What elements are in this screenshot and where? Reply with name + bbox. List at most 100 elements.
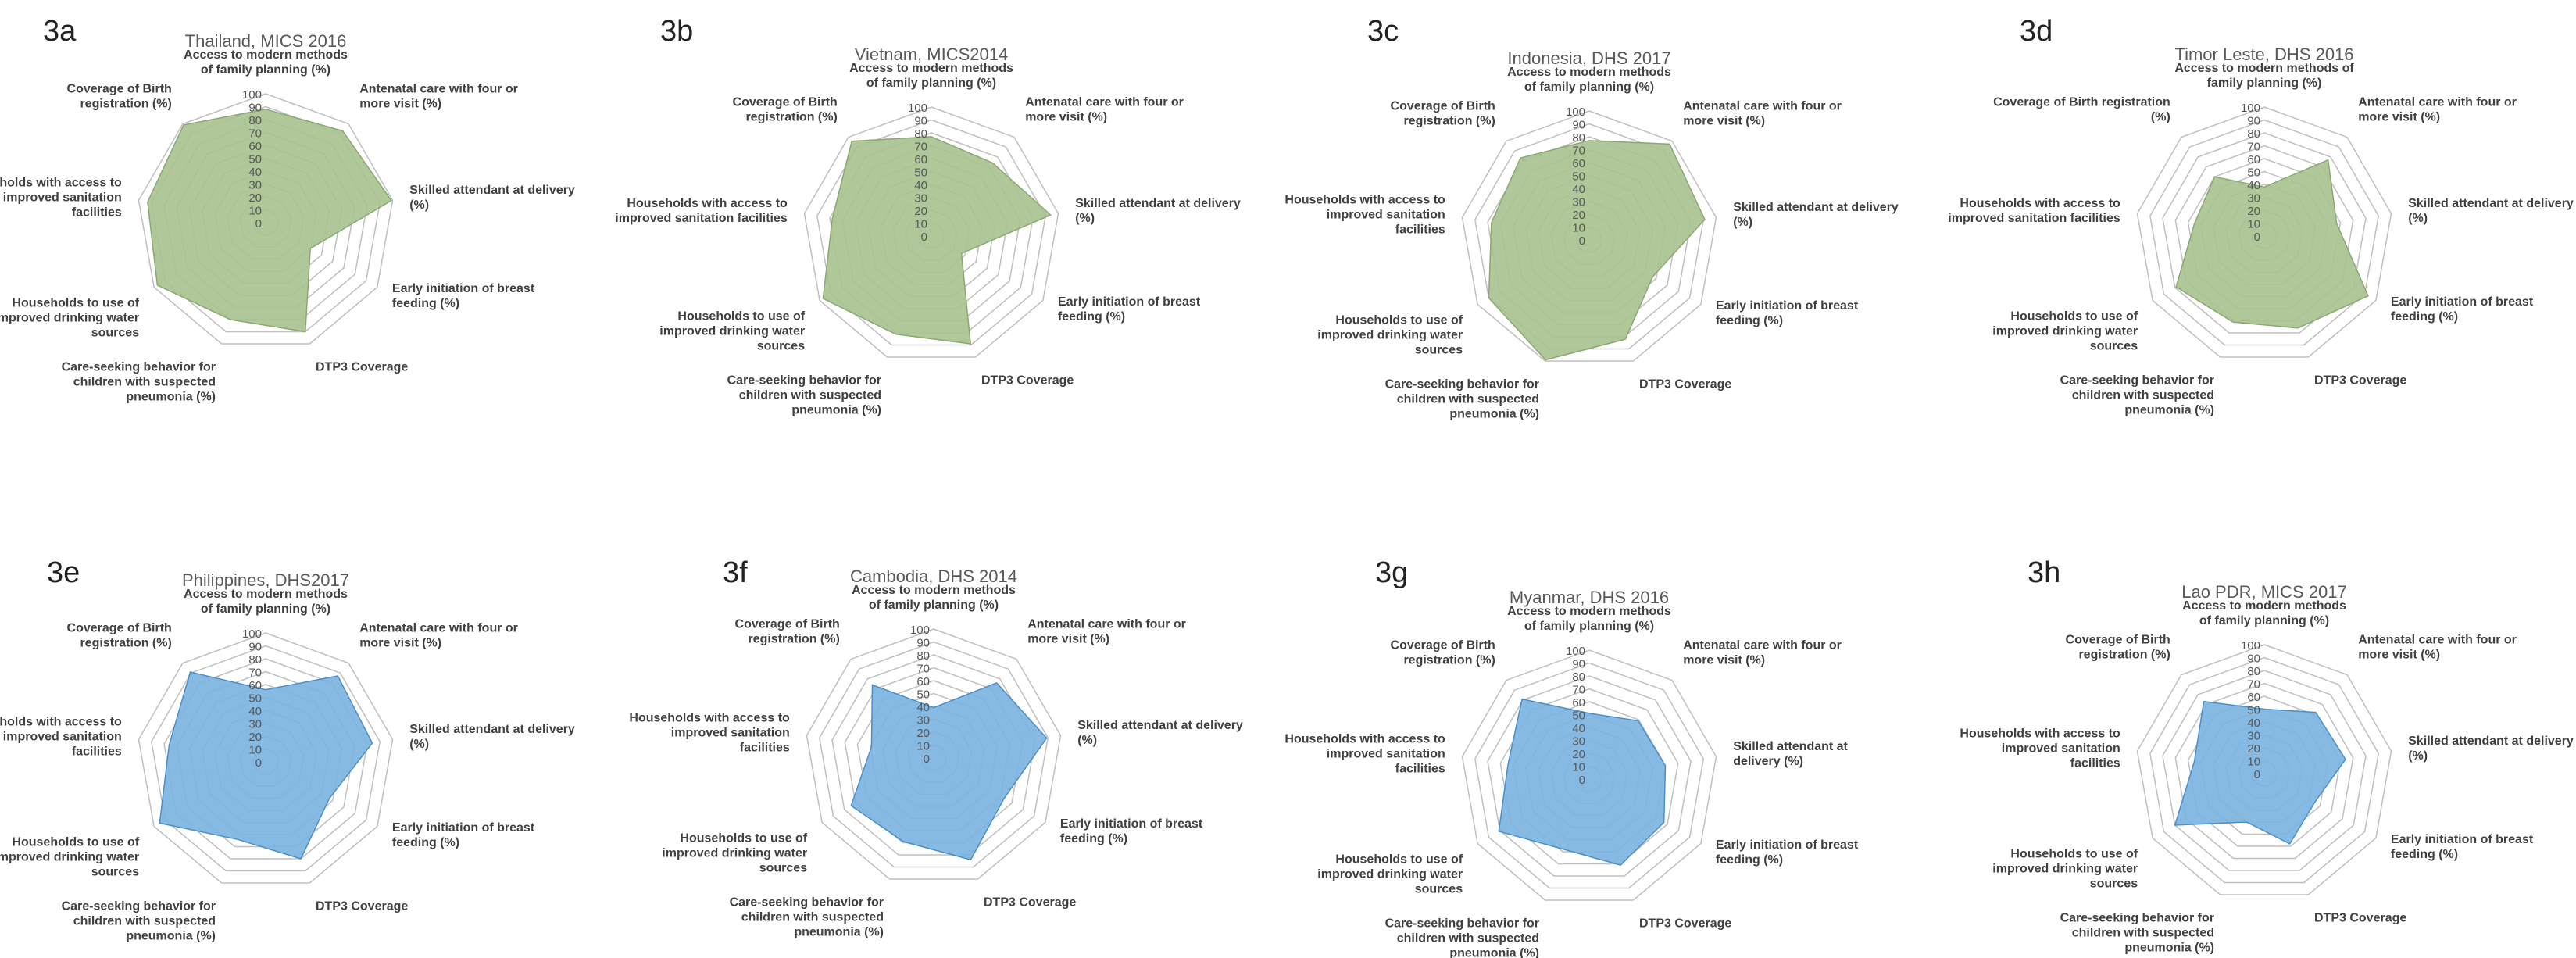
- tick-label: 90: [1572, 658, 1585, 671]
- tick-label: 30: [2247, 730, 2260, 743]
- data-series-area: [147, 109, 392, 333]
- tick-label: 60: [1572, 696, 1585, 710]
- tick-label: 30: [2247, 192, 2260, 206]
- tick-label: 10: [2247, 756, 2260, 769]
- tick-label: 20: [1572, 748, 1585, 761]
- tick-label: 80: [1572, 131, 1585, 145]
- tick-label: 70: [1572, 145, 1585, 158]
- radar-chart-3g: Myanmar, DHS 20163g010203040506070809010…: [1284, 556, 1858, 958]
- tick-label: 40: [2247, 179, 2260, 192]
- axis-label: Coverage of Birth registration(%): [1993, 96, 2170, 124]
- axis-label: Skilled attendant at delivery(%): [1733, 201, 1899, 229]
- tick-label: 50: [1572, 710, 1585, 723]
- data-series-area: [2174, 700, 2346, 845]
- tick-label: 20: [248, 731, 262, 744]
- tick-label: 10: [1572, 761, 1585, 774]
- panel-label: 3h: [2028, 556, 2060, 589]
- tick-label: 70: [248, 127, 262, 141]
- axis-label: Skilled attendant at delivery(%): [1075, 197, 1241, 225]
- radar-chart-3e: Philippines, DHS20173e010203040506070809…: [0, 556, 575, 943]
- panel-label: 3e: [47, 556, 80, 589]
- chart-title: Philippines, DHS2017: [182, 570, 349, 590]
- axis-label: Skilled attendant at delivery(%): [2408, 197, 2574, 225]
- radar-chart-3a: Thailand, MICS 20163a0102030405060708090…: [0, 15, 575, 404]
- grid-ring: [2149, 119, 2379, 346]
- grid-ring: [1474, 662, 1704, 889]
- data-series-area: [159, 671, 373, 860]
- tick-label: 80: [248, 114, 262, 127]
- grid-ring: [806, 628, 1062, 880]
- data-series-area: [850, 682, 1048, 861]
- tick-label: 30: [1572, 196, 1585, 209]
- grid-ring: [816, 119, 1046, 346]
- tick-label: 80: [916, 649, 930, 663]
- tick-label: 40: [1572, 722, 1585, 735]
- tick-label: 10: [2247, 218, 2260, 231]
- panel-label: 3d: [2020, 15, 2053, 48]
- tick-label: 30: [916, 714, 930, 727]
- tick-label: 50: [248, 692, 262, 706]
- tick-label: 60: [916, 675, 930, 688]
- tick-label: 20: [248, 191, 262, 205]
- radar-chart-3b: Vietnam, MICS20143b010203040506070809010…: [615, 15, 1241, 417]
- radar-chart-3c: Indonesia, DHS 20173c0102030405060708090…: [1284, 15, 1899, 421]
- tick-label: 80: [914, 127, 927, 141]
- tick-label: 100: [1566, 645, 1585, 658]
- tick-label: 50: [916, 688, 930, 702]
- tick-label: 100: [2241, 639, 2260, 652]
- tick-label: 40: [248, 705, 262, 718]
- tick-label: 90: [914, 115, 927, 128]
- tick-label: 20: [916, 727, 930, 740]
- tick-label: 0: [2254, 231, 2260, 244]
- axis-label: DTP3 Coverage: [981, 374, 1074, 388]
- axis-label: Skilled attendant at delivery(%): [2408, 735, 2574, 763]
- tick-label: 0: [924, 752, 930, 766]
- tick-label: 30: [248, 718, 262, 731]
- grid-ring: [138, 93, 394, 345]
- tick-label: 100: [242, 627, 262, 641]
- tick-label: 70: [914, 141, 927, 154]
- grid-ring: [819, 641, 1049, 868]
- tick-label: 10: [914, 218, 927, 231]
- tick-label: 80: [2247, 665, 2260, 678]
- panel-label: 3a: [43, 15, 77, 48]
